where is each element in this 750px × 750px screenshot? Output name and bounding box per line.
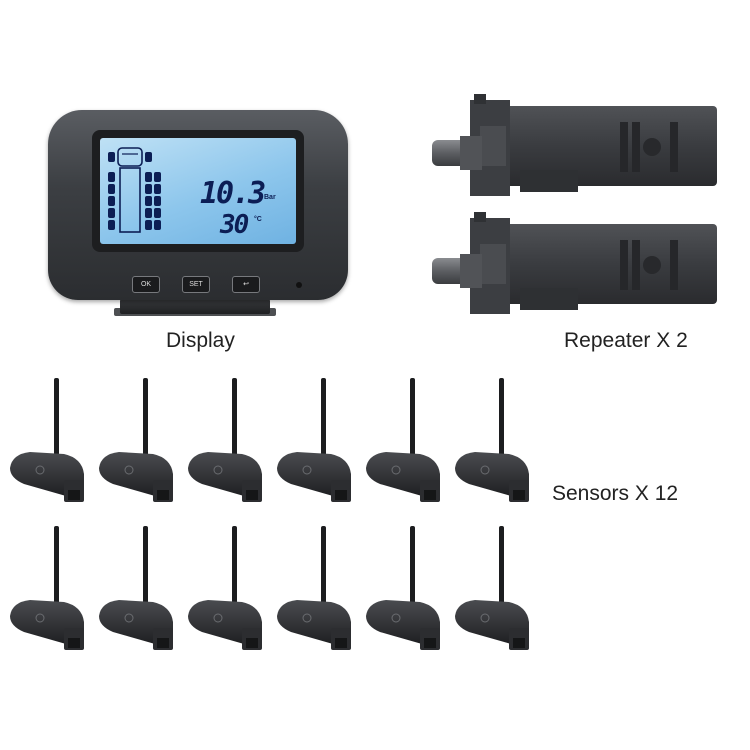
sensors-caption: Sensors X 12: [552, 482, 679, 505]
lcd-screen: 10.3 Bar 30 °C: [100, 138, 296, 244]
temperature-unit: °C: [254, 216, 262, 223]
temperature-reading: 30: [220, 210, 249, 240]
repeater-group: [432, 94, 717, 314]
tpms-sensor: [187, 377, 263, 503]
display-housing: 10.3 Bar 30 °C OK SET ↩: [48, 110, 348, 300]
tpms-display-unit: 10.3 Bar 30 °C OK SET ↩: [42, 108, 357, 318]
display-stand: [120, 298, 270, 314]
back-button[interactable]: ↩: [232, 276, 260, 293]
repeater-caption: Repeater X 2: [564, 329, 688, 352]
tpms-sensor: [276, 525, 352, 651]
display-caption: Display: [166, 329, 235, 352]
truck-layout-icon: [108, 147, 161, 233]
tpms-sensor: [365, 525, 441, 651]
pressure-reading: 10.3: [200, 176, 266, 211]
repeater-1: [432, 94, 717, 196]
set-button[interactable]: SET: [182, 276, 210, 293]
tpms-sensor: [187, 525, 263, 651]
tpms-sensor: [9, 525, 85, 651]
tpms-sensor: [454, 525, 530, 651]
repeater-2: [432, 212, 717, 314]
tpms-sensor: [365, 377, 441, 503]
tpms-sensor: [98, 377, 174, 503]
tpms-sensor: [454, 377, 530, 503]
ok-button[interactable]: OK: [132, 276, 160, 293]
tpms-sensor: [98, 525, 174, 651]
light-sensor-dot: [296, 282, 302, 288]
pressure-unit: Bar: [264, 194, 276, 201]
sensor-grid: [9, 377, 530, 651]
tpms-sensor: [276, 377, 352, 503]
tpms-sensor: [9, 377, 85, 503]
